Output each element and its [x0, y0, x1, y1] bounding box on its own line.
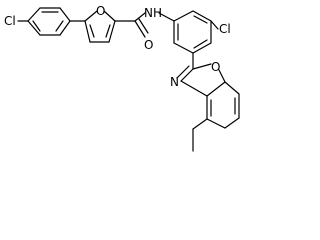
furan-oxygen-label: O — [96, 4, 105, 18]
bond-lines — [17, 7, 240, 152]
atom-labels: Cl O NH O Cl N O — [4, 4, 231, 89]
chlorine-right-label: Cl — [219, 22, 231, 36]
chemical-structure-diagram: Cl O NH O Cl N O — [4, 4, 240, 152]
amide-nh-label: NH — [144, 6, 162, 20]
chlorine-left-label: Cl — [4, 14, 16, 28]
oxazole-nitrogen-label: N — [170, 75, 179, 89]
carbonyl-oxygen-label: O — [144, 38, 153, 52]
oxazole-oxygen-label: O — [211, 60, 220, 74]
